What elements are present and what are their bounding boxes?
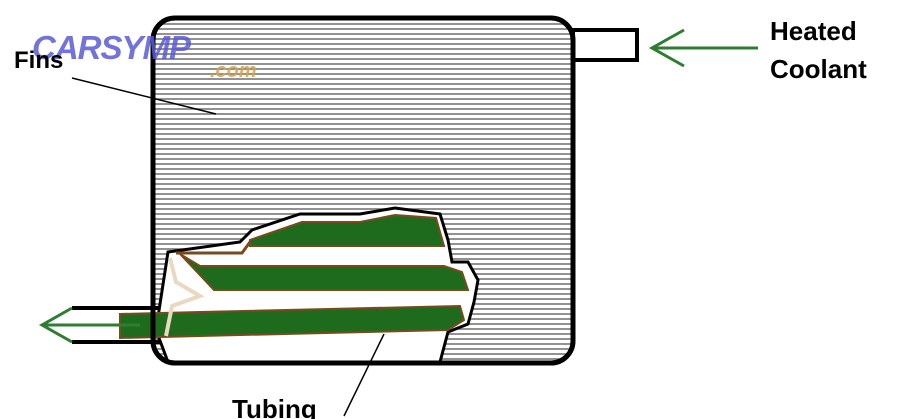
arrow-left-icon bbox=[38, 306, 140, 344]
tubing-leader-line bbox=[343, 333, 385, 417]
heated-label: Heated bbox=[770, 16, 857, 46]
tube-middle bbox=[179, 253, 470, 291]
inlet-pipe bbox=[571, 28, 639, 62]
tube-top bbox=[249, 213, 446, 247]
radiator-body bbox=[150, 15, 576, 366]
arrow-left-icon bbox=[648, 28, 758, 68]
fins-leader-line bbox=[71, 77, 217, 115]
fins-label: Fins bbox=[14, 47, 63, 74]
tube-bottom bbox=[119, 304, 466, 340]
coolant-label: Coolant bbox=[770, 54, 867, 84]
watermark-domain: .com bbox=[210, 60, 257, 82]
cutaway-section bbox=[119, 206, 480, 364]
outlet-pipe bbox=[72, 306, 160, 344]
watermark: CARSYMP .com bbox=[32, 29, 257, 82]
tubing-label: Tubing bbox=[232, 394, 317, 419]
watermark-brand: CARSYMP bbox=[32, 29, 192, 66]
